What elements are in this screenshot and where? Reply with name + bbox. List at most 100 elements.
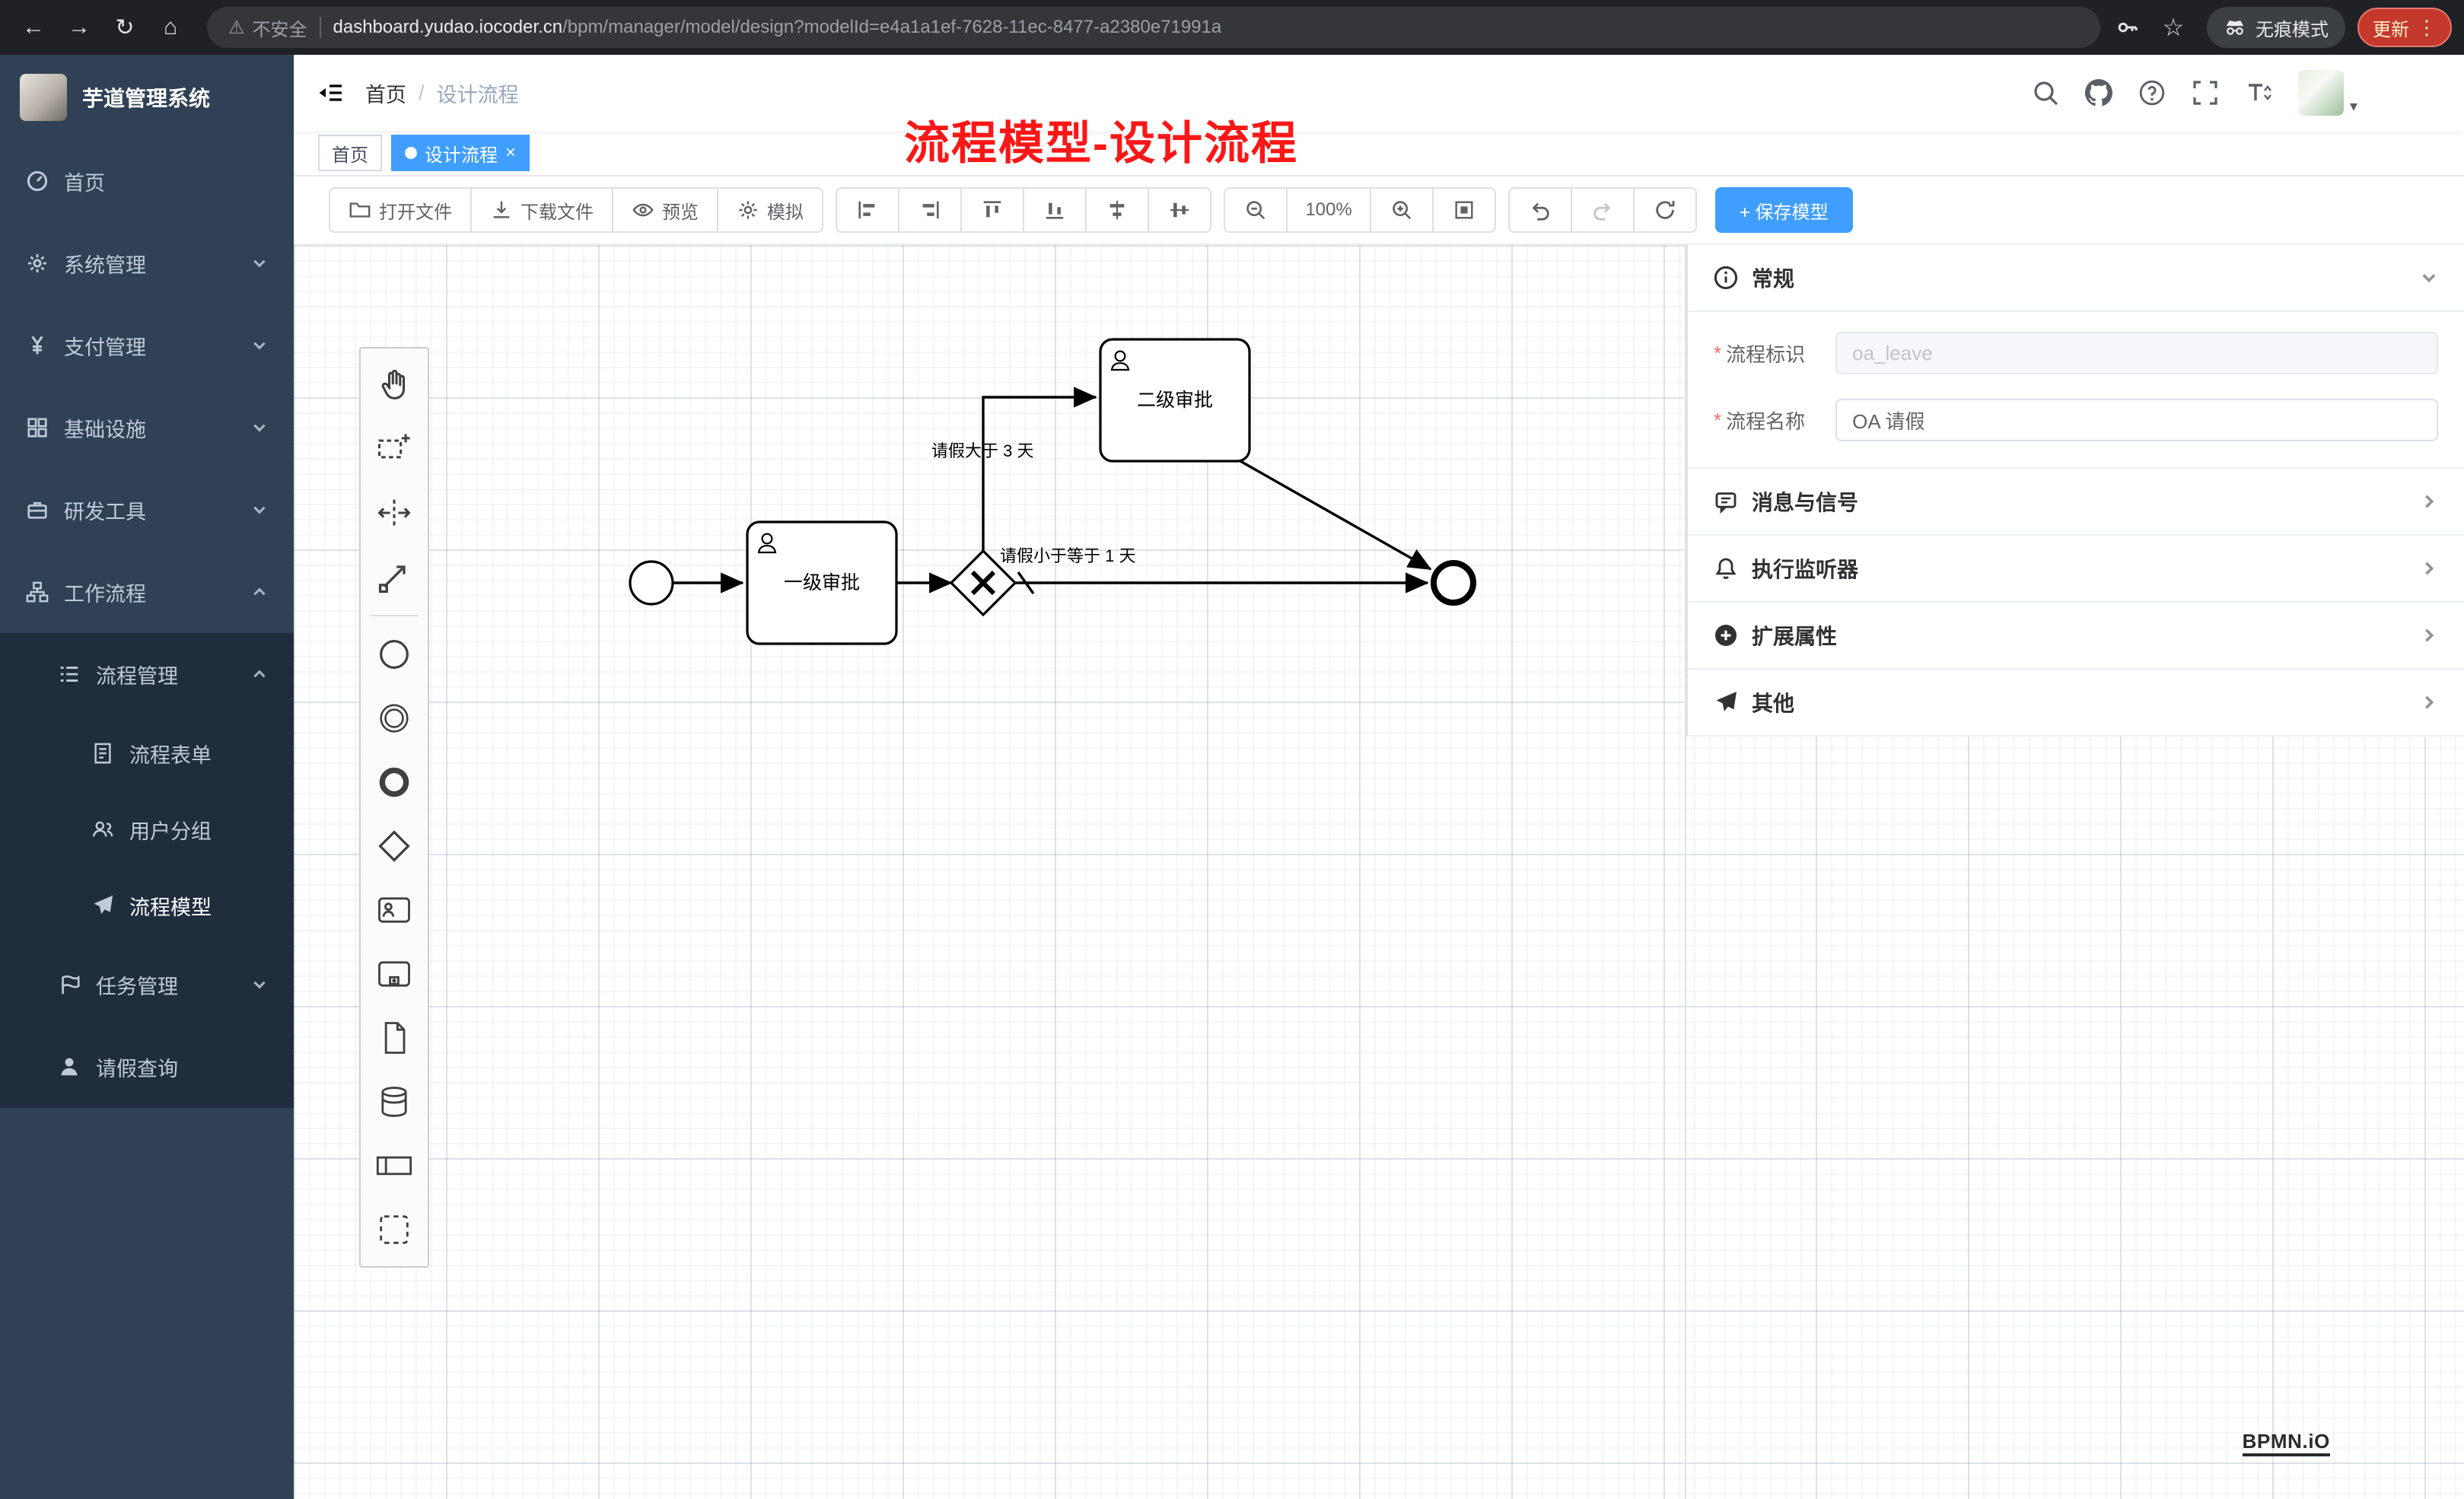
exclusive-gateway[interactable]	[949, 549, 1017, 617]
sidebar-item-payment[interactable]: 支付管理	[0, 304, 294, 387]
open-file-button[interactable]: 打开文件	[329, 187, 472, 233]
browser-toolbar: ← → ↻ ⌂ ⚠ 不安全 dashboard.yudao.iocoder.cn…	[0, 0, 2464, 55]
app-logo: 芋道管理系统	[0, 55, 294, 140]
collapse-sidebar-icon[interactable]	[317, 79, 344, 107]
redo-button[interactable]	[1571, 187, 1635, 233]
sidebar-item-home[interactable]: 首页	[0, 140, 294, 222]
create-end-event[interactable]	[361, 750, 428, 814]
user-menu[interactable]: ▾	[2297, 70, 2357, 116]
warning-icon: ⚠	[228, 17, 245, 38]
security-warning[interactable]: ⚠ 不安全	[228, 14, 307, 41]
folder-icon	[349, 202, 371, 218]
create-data-store[interactable]	[361, 1070, 428, 1134]
search-icon[interactable]	[2032, 79, 2059, 107]
bookmark-star-icon[interactable]: ☆	[2162, 14, 2185, 41]
send-icon	[94, 895, 113, 915]
tab-home[interactable]: 首页	[318, 135, 382, 171]
flow-label-gt[interactable]: 请假大于 3 天	[931, 441, 1033, 460]
sidebar-item-leave-query[interactable]: 请假查询	[0, 1026, 294, 1108]
sidebar-item-process-form[interactable]: 流程表单	[0, 715, 294, 791]
users-icon	[92, 821, 113, 837]
password-key-icon[interactable]	[2115, 15, 2140, 40]
flow-label-lte[interactable]: 请假小于等于 1 天	[1000, 546, 1135, 565]
breadcrumb-home[interactable]: 首页	[365, 83, 406, 107]
process-name-input[interactable]	[1835, 399, 2438, 441]
sidebar-item-system[interactable]: 系统管理	[0, 222, 294, 304]
create-subprocess[interactable]	[361, 942, 428, 1006]
zoom-out-button[interactable]	[1224, 187, 1288, 233]
sidebar-item-process-model[interactable]: 流程模型	[0, 867, 294, 944]
tab-design-process[interactable]: 设计流程 ×	[391, 135, 530, 171]
github-icon[interactable]	[2084, 79, 2112, 107]
palette-separator	[370, 615, 419, 616]
zoom-reset-button[interactable]	[1432, 187, 1496, 233]
flow-gateway-to-task2[interactable]	[982, 387, 1097, 555]
browser-back-icon[interactable]: ←	[22, 14, 45, 40]
align-left-button[interactable]	[836, 187, 899, 233]
bpmn-canvas[interactable]: 请假大于 3 天 请假小于等于 1 天 一级审批	[294, 243, 2464, 1499]
create-intermediate-event[interactable]	[361, 686, 428, 750]
annotation-text: 流程模型-设计流程	[904, 118, 1298, 169]
restart-button[interactable]	[1633, 187, 1697, 233]
zoom-in-button[interactable]	[1370, 187, 1434, 233]
space-tool-icon	[377, 499, 411, 527]
section-execution-listeners[interactable]: 执行监听器	[1688, 536, 2464, 603]
browser-update-button[interactable]: 更新 ⋮	[2357, 8, 2452, 47]
sidebar-item-user-group[interactable]: 用户分组	[0, 791, 294, 867]
preview-button[interactable]: 预览	[612, 187, 718, 233]
space-tool[interactable]	[361, 481, 428, 545]
browser-menu-icon[interactable]: ⋮	[2417, 15, 2437, 39]
security-label: 不安全	[252, 19, 307, 40]
avatar[interactable]	[2297, 70, 2344, 116]
create-group[interactable]	[361, 1198, 428, 1262]
align-center-v-button[interactable]	[1148, 187, 1211, 233]
sidebar-item-infrastructure[interactable]: 基础设施	[0, 387, 294, 469]
create-data-object[interactable]	[361, 1006, 428, 1070]
browser-reload-icon[interactable]: ↻	[115, 14, 135, 40]
browser-home-icon[interactable]: ⌂	[163, 14, 178, 40]
section-messages-signals[interactable]: 消息与信号	[1688, 469, 2464, 536]
download-file-button[interactable]: 下载文件	[470, 187, 613, 233]
save-model-button[interactable]: + 保存模型	[1715, 187, 1853, 233]
address-bar[interactable]: ⚠ 不安全 dashboard.yudao.iocoder.cn /bpm/ma…	[207, 7, 2100, 48]
sidebar-item-task-mgmt[interactable]: 任务管理	[0, 944, 294, 1026]
sidebar-item-process-mgmt[interactable]: 流程管理	[0, 633, 294, 715]
section-general[interactable]: 常规	[1688, 245, 2464, 312]
chevron-down-icon	[253, 259, 266, 268]
undo-button[interactable]	[1508, 187, 1572, 233]
help-icon[interactable]	[2138, 79, 2166, 107]
create-participant[interactable]	[361, 1134, 428, 1198]
create-start-event[interactable]	[361, 622, 428, 686]
align-bottom-button[interactable]	[1023, 187, 1087, 233]
global-connect-tool[interactable]	[361, 545, 428, 609]
process-key-input[interactable]	[1835, 332, 2438, 374]
font-size-icon[interactable]	[2245, 79, 2272, 107]
bpmn-io-watermark[interactable]: BPMN.iO	[2242, 1430, 2330, 1456]
hand-tool[interactable]	[361, 353, 428, 417]
flow-task2-to-end[interactable]	[1240, 460, 1432, 571]
create-user-task[interactable]	[361, 878, 428, 942]
task-second-approval[interactable]: 二级审批	[1099, 338, 1251, 463]
svg-text:一级审批: 一级审批	[784, 572, 860, 594]
align-right-button[interactable]	[898, 187, 962, 233]
fullscreen-icon[interactable]	[2192, 79, 2219, 107]
active-dot	[405, 147, 417, 159]
svg-text:二级审批: 二级审批	[1137, 390, 1213, 411]
section-extended-attributes[interactable]: 扩展属性	[1688, 603, 2464, 670]
panel-divider	[1685, 245, 1686, 1499]
end-event[interactable]	[1431, 560, 1476, 606]
task-first-approval[interactable]: 一级审批	[746, 520, 898, 645]
simulate-button[interactable]: 模拟	[717, 187, 823, 233]
start-event[interactable]	[629, 560, 674, 606]
list-icon	[60, 667, 78, 682]
sidebar-item-devtools[interactable]: 研发工具	[0, 469, 294, 551]
close-icon[interactable]: ×	[505, 142, 517, 163]
sidebar-item-workflow[interactable]: 工作流程	[0, 551, 294, 633]
align-top-button[interactable]	[960, 187, 1024, 233]
section-other[interactable]: 其他	[1688, 670, 2464, 737]
create-gateway[interactable]	[361, 814, 428, 878]
breadcrumb: 首页 / 设计流程	[365, 78, 519, 108]
lasso-tool[interactable]	[361, 417, 428, 481]
browser-forward-icon[interactable]: →	[68, 14, 91, 40]
align-center-h-button[interactable]	[1085, 187, 1149, 233]
